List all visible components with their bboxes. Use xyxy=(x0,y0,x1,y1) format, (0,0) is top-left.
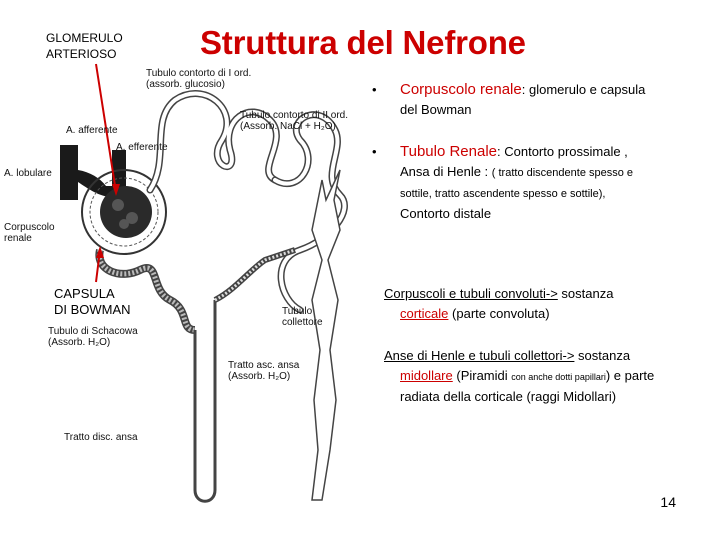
label-ascendente: Tratto asc. ansa (Assorb. H₂O) xyxy=(228,360,299,382)
label-afferente: A. afferente xyxy=(66,125,118,136)
paragraph-corticale: Corpuscoli e tubuli convoluti-> sostanza… xyxy=(384,284,704,324)
collecting-duct xyxy=(312,170,340,500)
bullet-dot: • xyxy=(372,80,377,100)
glomerulus-tuft xyxy=(100,186,152,238)
bullet-dot: • xyxy=(372,142,377,162)
descending-limb xyxy=(195,300,215,501)
label-tubulo-2: Tubulo contorto di II ord. (Assorb. NaCl… xyxy=(240,110,348,132)
bullet-corpuscolo: • Corpuscolo renale: glomerulo e capsula… xyxy=(372,80,692,120)
page-number: 14 xyxy=(660,494,676,510)
label-efferente: A. efferente xyxy=(116,142,168,153)
label-corpuscolo: Corpuscolo renale xyxy=(4,222,55,244)
label-schacowa: Tubulo di Schacowa (Assorb. H₂O) xyxy=(48,326,138,348)
bullet-tubulo: • Tubulo Renale: Contorto prossimale , A… xyxy=(372,142,692,224)
schacowa-tubule xyxy=(99,250,195,330)
label-collettore: Tubulo collettore xyxy=(282,306,323,328)
label-discendente: Tratto disc. ansa xyxy=(64,432,138,443)
label-lobulare: A. lobulare xyxy=(4,168,52,179)
label-tubulo-1: Tubulo contorto di I ord. (assorb. gluco… xyxy=(146,68,251,90)
paragraph-midollare: Anse di Henle e tubuli collettori-> sost… xyxy=(384,346,714,407)
